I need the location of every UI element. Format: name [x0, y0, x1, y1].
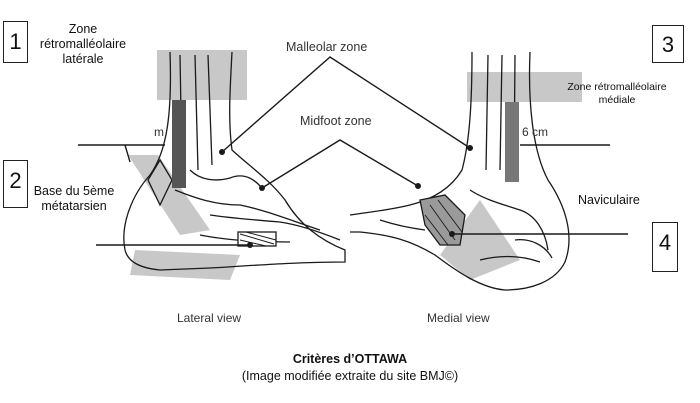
- scale-right-label: 6 cm: [522, 125, 548, 139]
- lateral-hatch: [172, 100, 186, 188]
- lateral-view-label: Lateral view: [177, 311, 241, 325]
- marker-4-box: 4: [652, 222, 678, 272]
- midfoot-zone-label: Midfoot zone: [300, 114, 372, 128]
- medial-hatch: [505, 102, 519, 182]
- caption-subtitle: (Image modifiée extraite du site BMJ©): [0, 369, 700, 383]
- marker-1-box: 1: [3, 21, 28, 63]
- marker-3-box: 3: [652, 25, 684, 63]
- scale-left-label: m: [154, 125, 164, 139]
- navicular-label: Naviculaire: [578, 193, 658, 208]
- medial-retromalleolar-label: Zone rétromalléolaire médiale: [556, 81, 678, 107]
- lateral-retromalleolar-label: Zone rétromalléolaire latérale: [28, 22, 138, 67]
- medial-view-label: Medial view: [427, 311, 490, 325]
- malleolar-zone-label: Malleolar zone: [286, 40, 367, 54]
- marker-2-box: 2: [3, 160, 28, 208]
- caption-title: Critères d’OTTAWA: [0, 352, 700, 366]
- fifth-metatarsal-label: Base du 5ème métatarsien: [30, 184, 118, 214]
